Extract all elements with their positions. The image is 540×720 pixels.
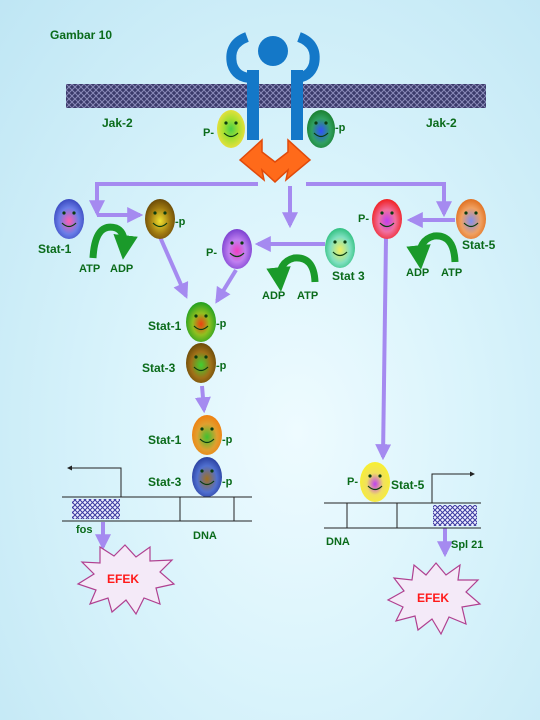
efek-left-label: EFEK <box>107 572 139 586</box>
stat1-label: Stat-1 <box>38 242 72 256</box>
dimer-upper-p1: -p <box>216 318 227 330</box>
dna-right-label: DNA <box>326 536 350 548</box>
dimer-upper-stat3 <box>186 343 216 383</box>
dna-left-label: DNA <box>193 530 217 542</box>
efek-right-burst <box>386 562 482 636</box>
stat3-molecule <box>325 228 355 268</box>
dimer-lower-p2: -p <box>222 476 233 488</box>
atp-label-left: ATP <box>79 263 100 275</box>
stat5-dna-molecule <box>360 462 390 502</box>
spl21-gene-box <box>433 505 477 526</box>
fos-gene-box <box>72 499 120 519</box>
dna-left-strand <box>62 465 252 522</box>
stat5-molecule <box>456 199 486 239</box>
p-left-label: P- <box>203 127 214 139</box>
figure-label: Gambar 10 <box>50 28 112 42</box>
jak-molecule-right <box>307 110 335 148</box>
stat1-p-label: -p <box>175 216 186 228</box>
adp-label-center: ADP <box>262 290 285 302</box>
dimer-upper-stat3-label: Stat-3 <box>142 361 176 375</box>
dimer-lower-stat1-label: Stat-1 <box>148 433 182 447</box>
adp-atp-curl-center <box>266 254 319 292</box>
stat1-p-molecule <box>145 199 175 239</box>
stat5-label: Stat-5 <box>462 238 496 252</box>
stat3-p-molecule <box>222 229 252 269</box>
dimer-upper-stat1 <box>186 302 216 342</box>
jak-bar <box>66 84 486 108</box>
jak-right-label: Jak-2 <box>426 116 457 130</box>
phospho-arrow <box>238 138 312 184</box>
spl21-label: Spl 21 <box>451 539 483 551</box>
signal-arrows-top <box>89 182 455 558</box>
jak-left-label: Jak-2 <box>102 116 133 130</box>
adp-label-right: ADP <box>406 267 429 279</box>
stat3-label: Stat 3 <box>332 269 365 283</box>
fos-label: fos <box>76 524 93 536</box>
receptor <box>226 32 320 140</box>
dimer-upper-stat1-label: Stat-1 <box>148 319 182 333</box>
adp-label-left: ADP <box>110 263 133 275</box>
stat1-molecule <box>54 199 84 239</box>
dimer-lower-stat3-label: Stat-3 <box>148 475 182 489</box>
stat5-dna-p-prefix: P- <box>347 476 358 488</box>
stat5-p-molecule <box>372 199 402 239</box>
efek-left-burst <box>76 544 176 616</box>
stat5-p-prefix: P- <box>358 213 369 225</box>
dna-right-strand <box>324 471 481 529</box>
p-right-label: -p <box>335 122 346 134</box>
atp-adp-curl-left <box>89 223 138 260</box>
stat3-p-prefix: P- <box>206 247 217 259</box>
adp-atp-curl-right <box>406 232 459 270</box>
atp-label-right: ATP <box>441 267 462 279</box>
dimer-lower-stat3 <box>192 457 222 497</box>
efek-right-label: EFEK <box>417 591 449 605</box>
dimer-lower-p1: -p <box>222 434 233 446</box>
dimer-lower-stat1 <box>192 415 222 455</box>
atp-label-center: ATP <box>297 290 318 302</box>
jak-molecule-left <box>217 110 245 148</box>
stat5-dna-label: Stat-5 <box>391 478 425 492</box>
dimer-upper-p2: -p <box>216 360 227 372</box>
